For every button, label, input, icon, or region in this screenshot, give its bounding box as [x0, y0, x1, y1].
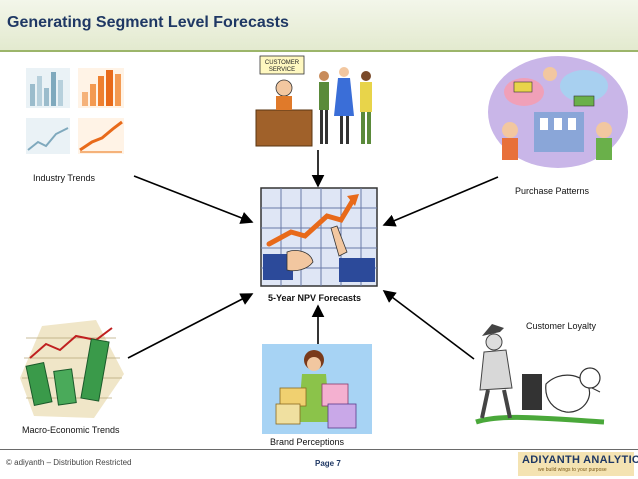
customer-service-image: CUSTOMER SERVICE — [255, 55, 372, 147]
brand-perceptions-label: Brand Perceptions — [270, 437, 345, 447]
industry-trends-label: Industry Trends — [33, 173, 96, 183]
footer-divider — [0, 449, 638, 450]
brand-perceptions-image — [262, 344, 372, 434]
arrow-purchase-to-center — [382, 176, 499, 227]
customer-loyalty-label: Customer Loyalty — [526, 321, 597, 331]
customer-loyalty-image — [475, 324, 605, 425]
arrow-macro-to-center — [127, 293, 254, 359]
macro-economic-trends-image — [20, 320, 124, 418]
purchase-patterns-image — [488, 56, 628, 168]
footer-copyright: © adiyanth – Distribution Restricted — [6, 458, 132, 467]
npv-forecast-chart-image — [260, 187, 378, 287]
logo-name: ADIYANTH ANALYTICS — [522, 454, 638, 466]
company-logo: ADIYANTH ANALYTICS we build wings to you… — [518, 452, 638, 476]
logo-tagline: we build wings to your purpose — [538, 467, 607, 473]
industry-trends-image — [26, 68, 124, 154]
page-title: Generating Segment Level Forecasts — [7, 14, 289, 31]
center-node-label: 5-Year NPV Forecasts — [268, 293, 362, 303]
arrow-loyalty-to-center — [382, 290, 475, 360]
purchase-patterns-label: Purchase Patterns — [515, 186, 590, 196]
macro-economic-trends-label: Macro-Economic Trends — [22, 425, 120, 435]
customer-service-sign-text: CUSTOMER — [265, 60, 300, 66]
title-bar: Generating Segment Level Forecasts — [0, 0, 638, 52]
svg-text:SERVICE: SERVICE — [269, 67, 295, 73]
page-number: Page 7 — [315, 459, 341, 468]
arrow-industry-to-center — [133, 175, 254, 224]
